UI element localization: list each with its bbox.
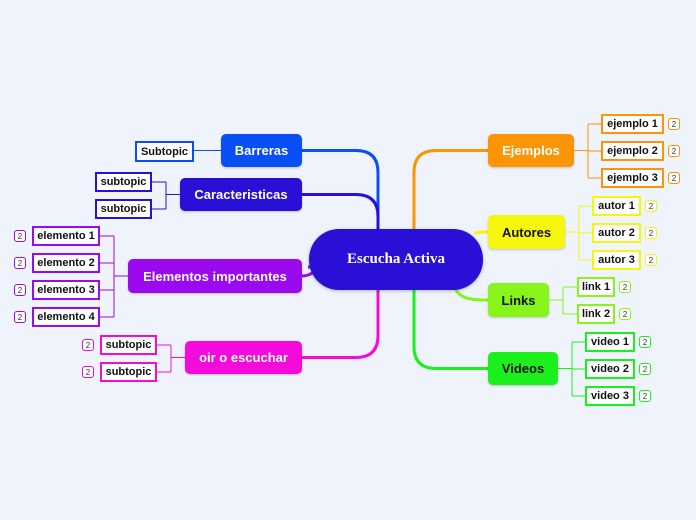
- subtopic-elementos-2[interactable]: elemento 2: [32, 253, 100, 273]
- topic-ejemplos[interactable]: Ejemplos: [488, 134, 574, 167]
- count-badge[interactable]: 2: [14, 284, 26, 296]
- central-topic[interactable]: Escucha Activa: [309, 229, 483, 290]
- subtopic-autores-1[interactable]: autor 1: [592, 196, 641, 216]
- subtopic-caracteristicas-2[interactable]: subtopic: [95, 199, 152, 219]
- connector-ejemplos: [412, 149, 488, 229]
- topic-oir[interactable]: oir o escuchar: [185, 341, 302, 374]
- count-badge[interactable]: 2: [619, 281, 631, 293]
- connector-videos: [412, 290, 488, 370]
- connector-caracteristicas: [302, 193, 380, 229]
- subtopic-ejemplos-3[interactable]: ejemplo 3: [601, 168, 664, 188]
- subtopic-videos-3[interactable]: video 3: [585, 386, 635, 406]
- count-badge[interactable]: 2: [639, 363, 651, 375]
- count-badge[interactable]: 2: [645, 227, 657, 239]
- topic-barreras[interactable]: Barreras: [221, 134, 302, 167]
- subtopic-barreras-1[interactable]: Subtopic: [135, 141, 194, 162]
- connector-autores: [473, 230, 489, 235]
- count-badge[interactable]: 2: [668, 145, 680, 157]
- subtopic-ejemplos-1[interactable]: ejemplo 1: [601, 114, 664, 134]
- topic-elementos[interactable]: Elementos importantes: [128, 259, 302, 293]
- topic-videos[interactable]: Videos: [488, 352, 558, 385]
- subtopic-ejemplos-2[interactable]: ejemplo 2: [601, 141, 664, 161]
- subtopic-oir-2[interactable]: subtopic: [100, 362, 157, 382]
- count-badge[interactable]: 2: [14, 230, 26, 242]
- topic-caracteristicas[interactable]: Caracteristicas: [180, 178, 302, 211]
- count-badge[interactable]: 2: [645, 254, 657, 266]
- connector-oir: [302, 290, 380, 359]
- count-badge[interactable]: 2: [619, 308, 631, 320]
- count-badge[interactable]: 2: [668, 172, 680, 184]
- subtopic-elementos-1[interactable]: elemento 1: [32, 226, 100, 246]
- count-badge[interactable]: 2: [14, 257, 26, 269]
- subtopic-links-1[interactable]: link 1: [577, 277, 615, 297]
- subtopic-autores-3[interactable]: autor 3: [592, 250, 641, 270]
- topic-links[interactable]: Links: [488, 283, 549, 317]
- subtopic-videos-1[interactable]: video 1: [585, 332, 635, 352]
- subtopic-autores-2[interactable]: autor 2: [592, 223, 641, 243]
- subtopic-elementos-4[interactable]: elemento 4: [32, 307, 100, 327]
- subtopic-caracteristicas-1[interactable]: subtopic: [95, 172, 152, 192]
- count-badge[interactable]: 2: [639, 336, 651, 348]
- subtopic-elementos-3[interactable]: elemento 3: [32, 280, 100, 300]
- count-badge[interactable]: 2: [668, 118, 680, 130]
- count-badge[interactable]: 2: [645, 200, 657, 212]
- count-badge[interactable]: 2: [14, 311, 26, 323]
- count-badge[interactable]: 2: [82, 366, 94, 378]
- topic-autores[interactable]: Autores: [488, 215, 565, 249]
- connector-barreras: [302, 149, 380, 229]
- count-badge[interactable]: 2: [82, 339, 94, 351]
- subtopic-videos-2[interactable]: video 2: [585, 359, 635, 379]
- subtopic-links-2[interactable]: link 2: [577, 304, 615, 324]
- count-badge[interactable]: 2: [639, 390, 651, 402]
- subtopic-oir-1[interactable]: subtopic: [100, 335, 157, 355]
